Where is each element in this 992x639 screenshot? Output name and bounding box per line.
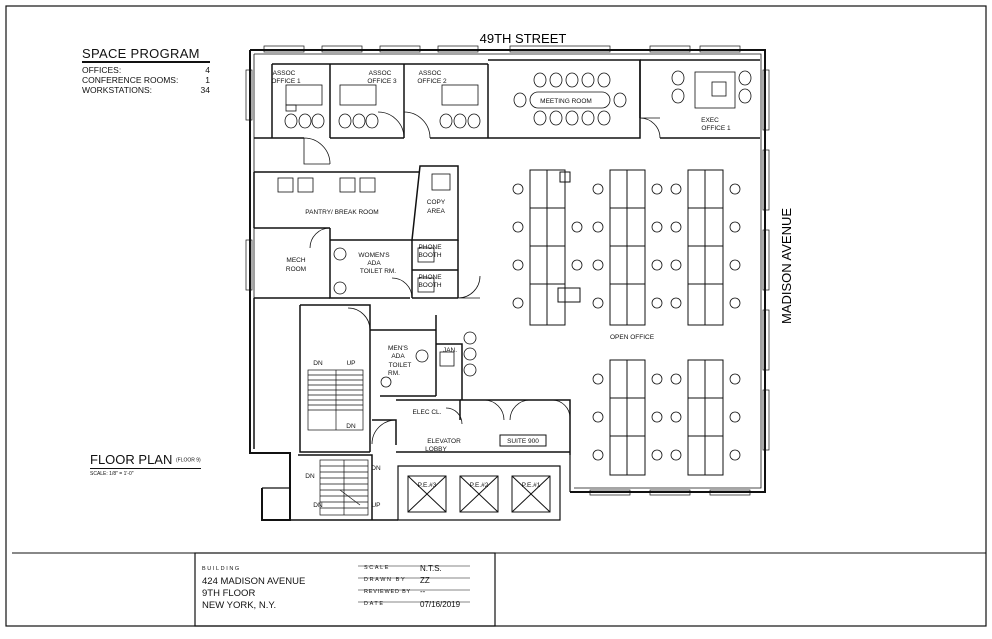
room-label-lobby-a: ELEVATOR	[427, 438, 461, 445]
room-label-assoc-office-3-b: OFFICE 3	[367, 78, 397, 85]
title-block-address-2: 9TH FLOOR	[202, 588, 256, 599]
madison-avenue-label: MADISON AVENUE	[779, 208, 794, 324]
suite-sign-box	[499, 434, 547, 447]
workstation-chairs	[512, 183, 741, 461]
room-label-phone-1-a: PHONE	[418, 244, 442, 251]
title-block-address-1: 424 MADISON AVENUE	[202, 576, 306, 587]
room-label-mech-b: ROOM	[286, 266, 306, 273]
elevator-label-pe2: P.E.#2	[470, 482, 489, 489]
sheet-border	[5, 5, 987, 627]
title-block-date-value: 07/16/2019	[420, 600, 461, 609]
space-program-value-offices: 4	[205, 65, 210, 75]
title-block-building-label: BUILDING	[202, 566, 241, 572]
stair-label-dn-5: DN	[313, 502, 323, 509]
space-program-value-workstations: 34	[200, 85, 210, 95]
title-block-drawn-label: DRAWN BY	[364, 577, 407, 583]
scale-note: SCALE: 1/8" = 1'-0"	[90, 471, 134, 477]
stair-label-dn-4: DN	[371, 465, 381, 472]
stair-label-up-2: UP	[371, 502, 380, 509]
room-label-phone-2-a: PHONE	[418, 274, 442, 281]
floor-plan-title: FLOOR PLAN (FLOOR 9)	[90, 452, 201, 469]
room-label-assoc-office-2-a: ASSOC	[419, 70, 442, 77]
room-label-assoc-office-1-a: ASSOC	[273, 70, 296, 77]
interior-walls	[253, 59, 760, 520]
room-label-mens-c: TOILET	[389, 362, 412, 369]
title-block-reviewed-value: --	[420, 587, 426, 596]
room-label-womens-b: ADA	[367, 260, 381, 267]
title-block-scale-label: SCALE	[364, 565, 391, 571]
stairs	[307, 369, 369, 516]
room-label-womens-c: TOILET RM.	[360, 268, 396, 275]
room-label-jan: JAN.	[443, 347, 457, 354]
suite-label: SUITE 900	[507, 438, 539, 445]
room-label-pantry: PANTRY/ BREAK ROOM	[305, 209, 378, 216]
room-label-meeting-room: MEETING ROOM	[540, 98, 592, 105]
title-block-scale-value: N.T.S.	[420, 564, 442, 573]
space-program-value-conference: 1	[205, 75, 210, 85]
room-label-elec: ELEC CL.	[413, 409, 442, 416]
window-marks	[245, 45, 770, 496]
title-block-date-label: DATE	[364, 601, 385, 607]
office-furniture	[277, 70, 752, 388]
title-block-address-3: NEW YORK, N.Y.	[202, 600, 277, 611]
title-block-drawn-value: ZZ	[420, 576, 430, 585]
room-label-phone-1-b: BOOTH	[418, 252, 441, 259]
room-label-open-office: OPEN OFFICE	[610, 334, 655, 341]
space-program-label-offices: OFFICES:	[82, 65, 122, 75]
stair-label-dn-3: DN	[305, 473, 315, 480]
room-label-exec-office-a: EXEC	[701, 117, 719, 124]
room-label-lobby-b: LOBBY	[425, 446, 447, 453]
room-label-womens-a: WOMEN'S	[358, 252, 390, 259]
floor-plan-title-text: FLOOR PLAN	[90, 452, 173, 467]
elevator-label-pe3: P.E.#3	[418, 482, 437, 489]
floor-plan-subtitle: (FLOOR 9)	[175, 457, 201, 464]
space-program-title: SPACE PROGRAM	[82, 46, 200, 61]
room-label-mens-a: MEN'S	[388, 345, 409, 352]
room-label-assoc-office-1-b: OFFICE 1	[271, 78, 301, 85]
elevator-label-pe1: P.E.#1	[522, 482, 541, 489]
street-49th-label: 49TH STREET	[480, 31, 567, 46]
room-label-exec-office-b: OFFICE 1	[701, 125, 731, 132]
space-program-underline	[82, 61, 210, 63]
stair-label-up-1: UP	[346, 360, 355, 367]
room-label-mens-b: ADA	[391, 353, 405, 360]
room-label-copy-b: AREA	[427, 208, 445, 215]
space-program-label-workstations: WORKSTATIONS:	[82, 85, 153, 95]
door-swings	[303, 111, 661, 445]
stair-label-dn-1: DN	[313, 360, 323, 367]
room-label-phone-2-b: BOOTH	[418, 282, 441, 289]
stair-label-dn-2: DN	[346, 423, 356, 430]
title-block-reviewed-label: REVIEWED BY	[364, 589, 412, 595]
title-block-box	[194, 552, 496, 627]
room-label-copy-a: COPY	[427, 199, 446, 206]
room-label-mens-d: RM.	[388, 370, 400, 377]
room-label-mech-a: MECH	[286, 257, 305, 264]
room-label-assoc-office-2-b: OFFICE 2	[417, 78, 447, 85]
elevators	[407, 475, 551, 513]
room-label-assoc-office-3-a: ASSOC	[369, 70, 392, 77]
workstation-benches	[529, 169, 724, 476]
space-program-label-conference: CONFERENCE ROOMS:	[82, 75, 179, 85]
